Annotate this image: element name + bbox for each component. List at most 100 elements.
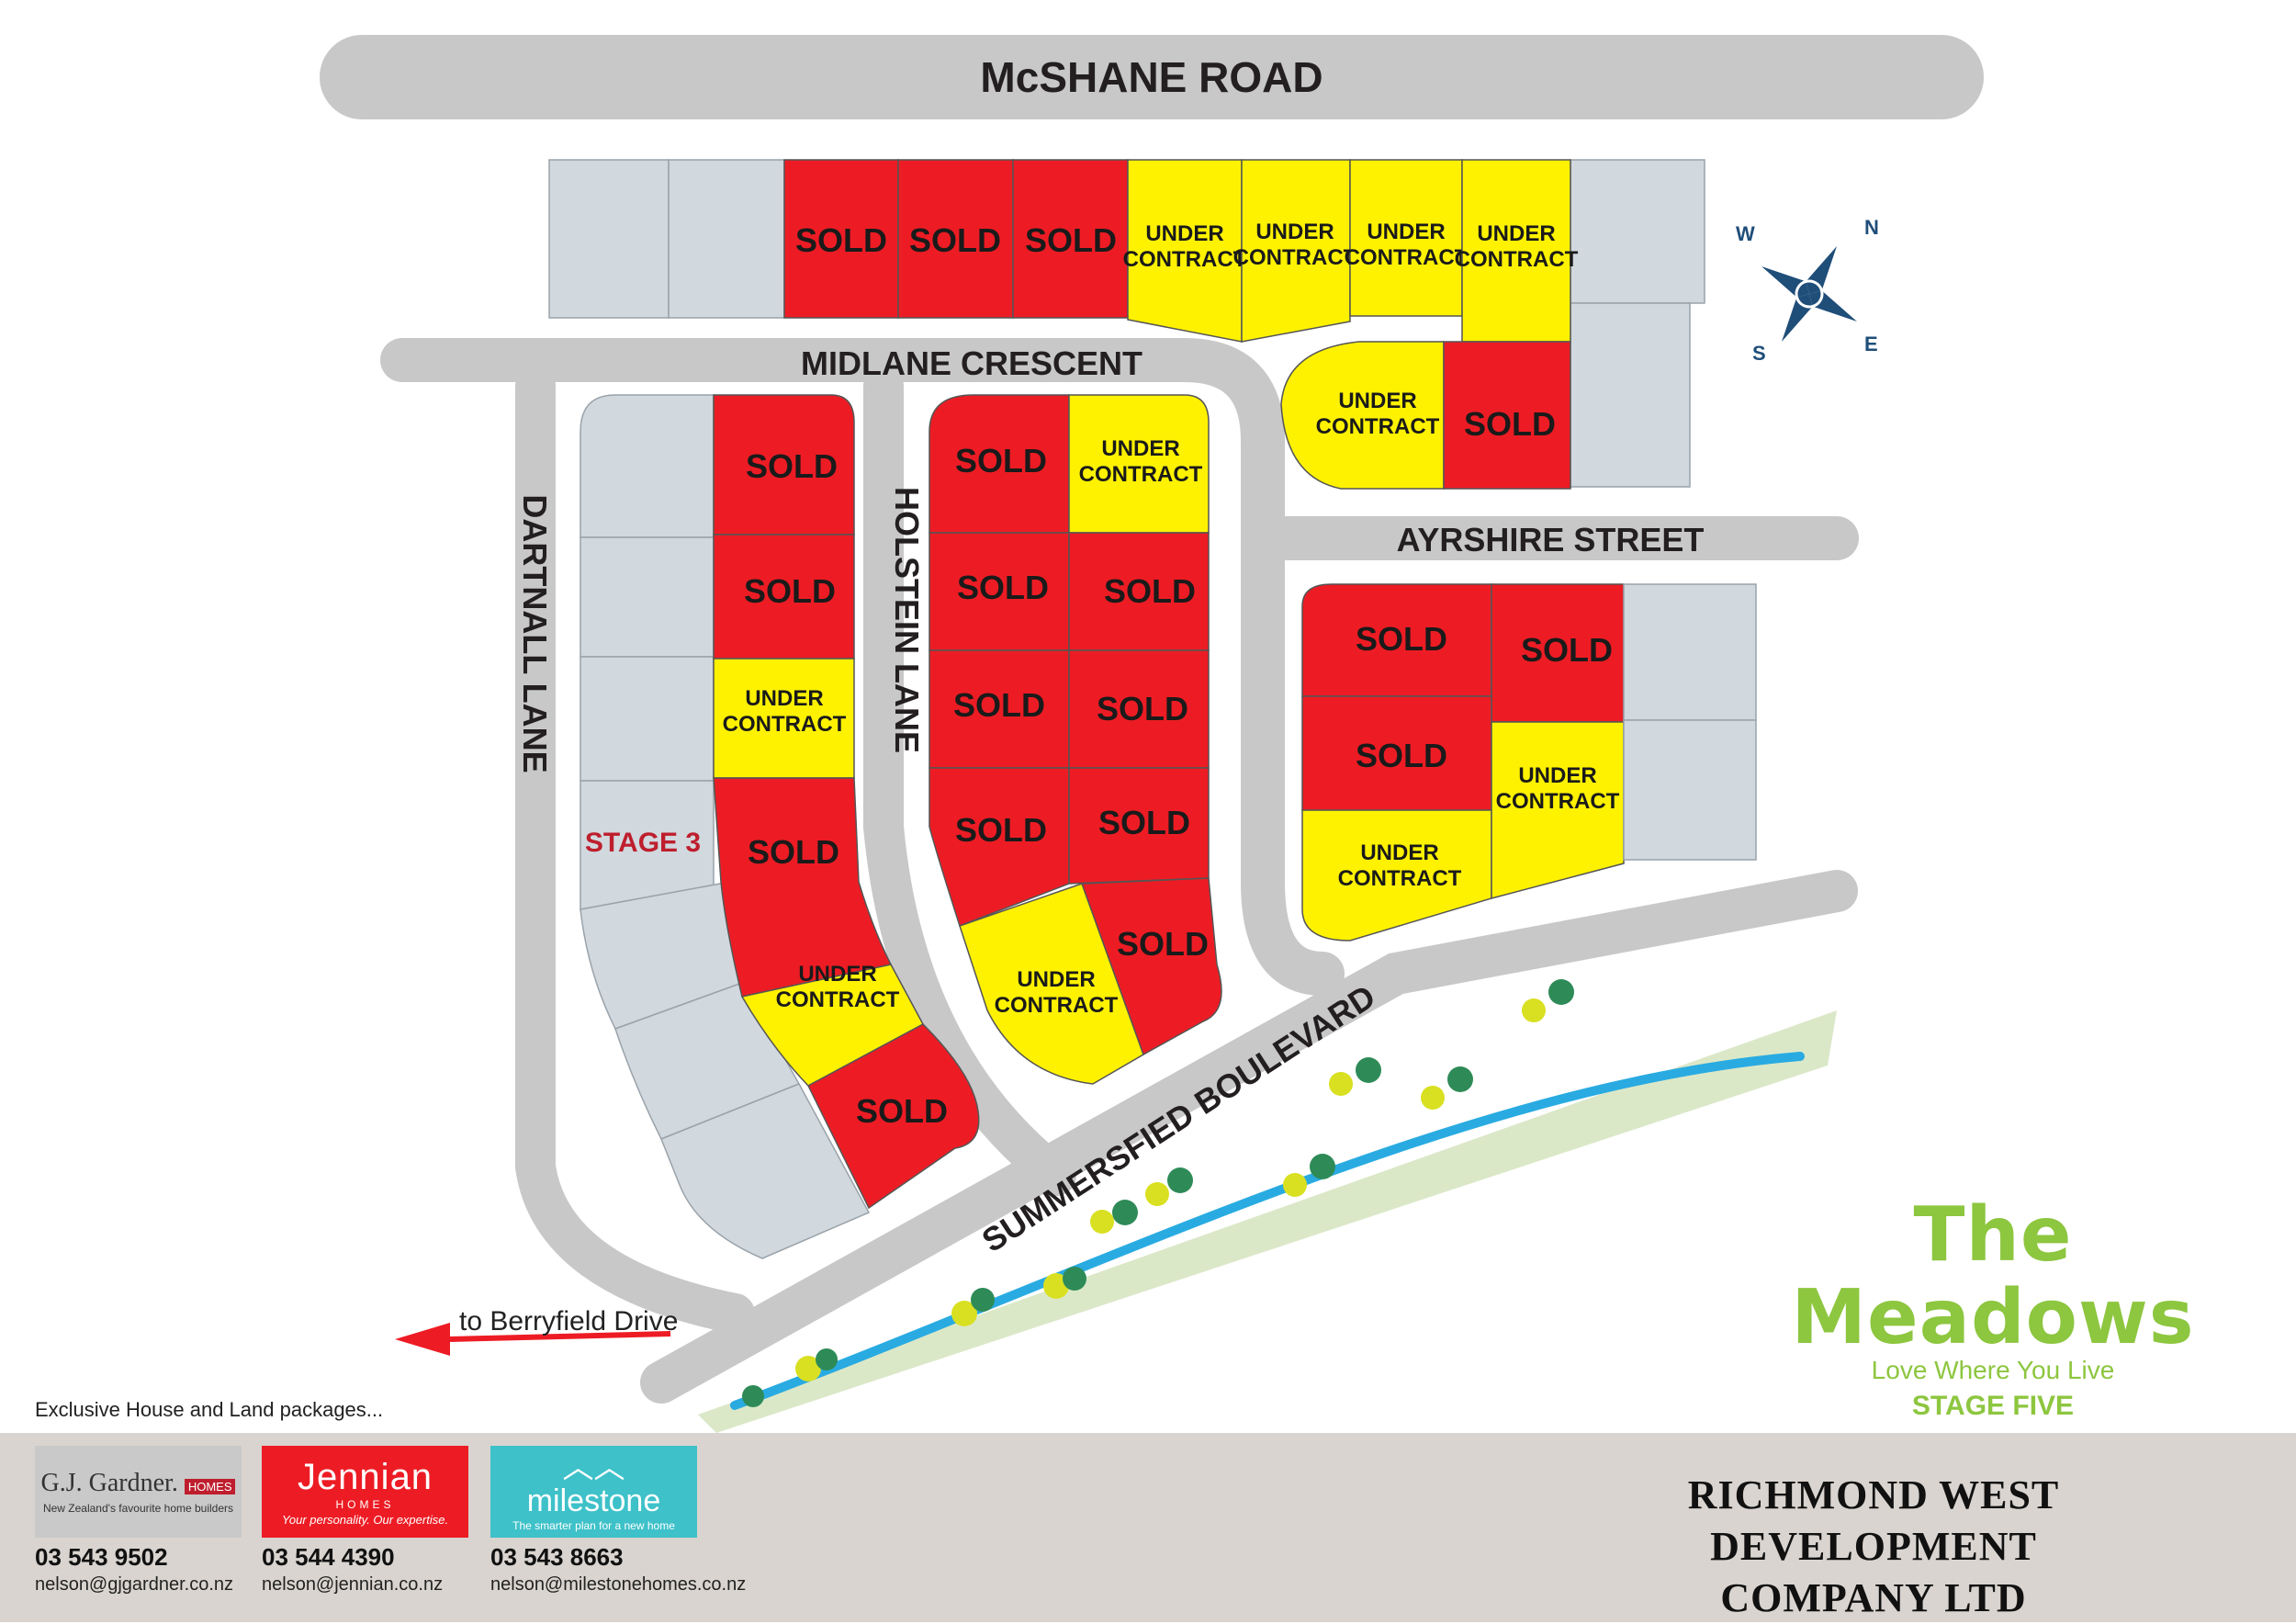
lot-label: SOLD bbox=[1025, 221, 1117, 259]
lot-label: SOLD bbox=[1356, 737, 1447, 774]
lot-label-contract: CONTRACT bbox=[1233, 245, 1357, 270]
lot-label: SOLD bbox=[1097, 690, 1188, 727]
lot-label: SOLD bbox=[953, 686, 1045, 724]
compass-icon bbox=[1761, 246, 1857, 342]
gjgardner-logo[interactable]: G.J. Gardner. HOMES New Zealand's favour… bbox=[35, 1446, 242, 1538]
lot-a3[interactable]: SOLD bbox=[1012, 159, 1129, 319]
holstein-lane bbox=[863, 366, 1076, 1196]
footer-tagline: Exclusive House and Land packages... bbox=[35, 1398, 384, 1421]
lot-available bbox=[1623, 719, 1757, 861]
jennian-logo[interactable]: Jennian HOMES Your personality. Our expe… bbox=[262, 1446, 468, 1538]
company-line2: COMPANY LTD bbox=[1720, 1575, 2027, 1620]
compass-e: E bbox=[1864, 333, 1878, 355]
compass-s: S bbox=[1752, 342, 1766, 365]
lot-label-contract: CONTRACT bbox=[1345, 245, 1469, 270]
lot-b2[interactable]: SOLD bbox=[1443, 341, 1571, 490]
jennian-phone: 03 544 4390 bbox=[262, 1543, 395, 1571]
lot-c6[interactable]: SOLD bbox=[807, 1023, 980, 1210]
lot-d7[interactable]: SOLD bbox=[929, 767, 1070, 927]
gjgardner-suffix: HOMES bbox=[184, 1479, 236, 1494]
lot-label: SOLD bbox=[1521, 631, 1613, 669]
lot-label: SOLD bbox=[955, 442, 1047, 479]
milestone-sub: The smarter plan for a new home bbox=[512, 1518, 675, 1532]
lot-available bbox=[668, 159, 785, 319]
berryfield-label: to Berryfield Drive bbox=[459, 1306, 678, 1336]
lot-d10[interactable]: SOLD bbox=[1080, 877, 1222, 1056]
lot-d6[interactable]: SOLD bbox=[1068, 649, 1210, 769]
berryfield-arrow bbox=[395, 1323, 671, 1356]
lot-d4[interactable]: SOLD bbox=[1068, 532, 1210, 651]
lot-label: SOLD bbox=[1464, 405, 1556, 443]
lot-label-contract: CONTRACT bbox=[776, 987, 900, 1012]
jennian-email[interactable]: nelson@jennian.co.nz bbox=[262, 1574, 444, 1595]
lot-available bbox=[1570, 159, 1705, 304]
road-label-mcshane: McSHANE ROAD bbox=[980, 53, 1322, 101]
lot-a2[interactable]: SOLD bbox=[897, 159, 1014, 319]
stream bbox=[730, 1052, 1805, 1410]
lot-e3[interactable]: SOLD bbox=[1301, 695, 1492, 811]
lot-label-under: UNDER bbox=[1145, 221, 1223, 246]
lot-label-under: UNDER bbox=[745, 686, 823, 711]
lot-label: SOLD bbox=[1356, 620, 1447, 658]
lot-a1[interactable]: SOLD bbox=[783, 159, 899, 319]
gjgardner-sub: New Zealand's favourite home builders bbox=[42, 1502, 234, 1515]
jennian-name: Jennian bbox=[297, 1457, 433, 1497]
brand-stage: STAGE FIVE bbox=[1911, 1391, 2075, 1421]
lot-label-under: UNDER bbox=[1477, 221, 1555, 246]
lot-label-under: UNDER bbox=[1338, 389, 1416, 413]
lot-label-under: UNDER bbox=[1101, 436, 1179, 461]
gjgardner-email[interactable]: nelson@gjgardner.co.nz bbox=[35, 1574, 233, 1595]
summersfied-boulevard bbox=[640, 870, 1858, 1404]
jennian-suffix: HOMES bbox=[335, 1498, 395, 1511]
road-label-holstein: HOLSTEIN LANE bbox=[888, 487, 926, 753]
lot-c2[interactable]: SOLD bbox=[713, 534, 855, 660]
lot-label-contract: CONTRACT bbox=[1123, 247, 1247, 272]
lot-c1[interactable]: SOLD bbox=[713, 394, 855, 536]
lot-label-under: UNDER bbox=[1255, 220, 1334, 244]
lot-label-contract: CONTRACT bbox=[1079, 462, 1203, 487]
brand-tagline: Love Where You Live bbox=[1871, 1356, 2115, 1384]
lot-label: SOLD bbox=[1098, 804, 1190, 841]
lot-label-contract: CONTRACT bbox=[995, 993, 1119, 1018]
lot-label: SOLD bbox=[909, 221, 1001, 259]
lot-label: SOLD bbox=[856, 1092, 948, 1130]
lot-e1[interactable]: SOLD bbox=[1301, 583, 1492, 697]
lot-d1[interactable]: SOLD bbox=[929, 394, 1070, 534]
plants bbox=[742, 979, 1574, 1407]
compass-w: W bbox=[1736, 222, 1755, 245]
lot-c4[interactable]: SOLD bbox=[713, 777, 893, 998]
milestone-name: milestone bbox=[526, 1483, 661, 1518]
lot-d3[interactable]: SOLD bbox=[929, 532, 1070, 651]
milestone-phone: 03 543 8663 bbox=[490, 1543, 624, 1571]
milestone-email[interactable]: nelson@milestonehomes.co.nz bbox=[490, 1574, 747, 1595]
dartnall-lane bbox=[515, 366, 755, 1334]
lot-e2[interactable]: SOLD bbox=[1491, 583, 1625, 723]
road-label-ayrshire: AYRSHIRE STREET bbox=[1397, 521, 1705, 558]
milestone-logo[interactable]: ︿︿ milestone The smarter plan for a new … bbox=[490, 1446, 697, 1538]
lot-available bbox=[1570, 302, 1691, 488]
company-line1: RICHMOND WEST DEVELOPMENT bbox=[1687, 1472, 2060, 1569]
lot-d8[interactable]: SOLD bbox=[1068, 767, 1210, 885]
lot-label-contract: CONTRACT bbox=[1338, 866, 1462, 891]
mcshane-road bbox=[320, 35, 1984, 119]
lot-d5[interactable]: SOLD bbox=[929, 649, 1070, 769]
reserve-strip bbox=[698, 1010, 1837, 1433]
midlane-crescent bbox=[380, 338, 1345, 996]
road-label-midlane: MIDLANE CRESCENT bbox=[801, 344, 1142, 382]
